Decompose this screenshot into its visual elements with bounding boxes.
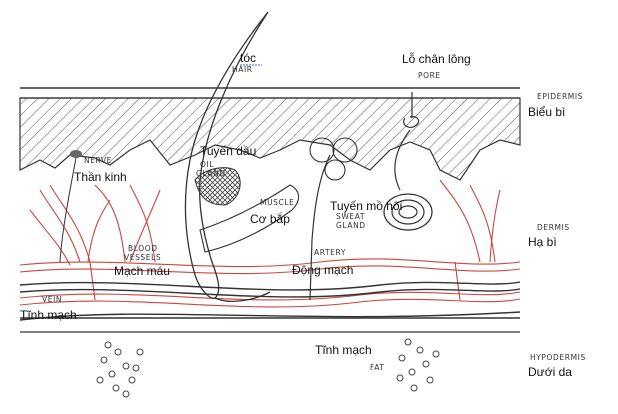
vi-label-artery: Động mạch [292, 263, 353, 277]
epidermis-hatch [19, 97, 521, 181]
label-hair: HAIR [232, 65, 253, 74]
vi-label-hair: tóc [240, 51, 256, 65]
label-oil-gland-line2: GLAND [196, 169, 226, 178]
label-sweat-gland-line1: SWEAT [336, 212, 365, 221]
label-artery: ARTERY [314, 248, 346, 257]
label-vein: VEIN [42, 295, 62, 304]
label-epidermis: EPIDERMIS [537, 92, 583, 101]
vi-label-dermis: Hạ bì [528, 235, 557, 249]
vi-label-epidermis: Biểu bì [528, 105, 565, 119]
veins [19, 281, 521, 321]
sweat-gland [309, 92, 433, 301]
label-nerve: NERVE [84, 156, 112, 165]
label-fat: FAT [370, 363, 385, 372]
layer-boundaries [20, 317, 520, 333]
fat-cells [96, 338, 440, 398]
vi-label-pore: Lỗ chân lông [402, 51, 471, 66]
vi-label-vein-bottom: Tĩnh mạch [315, 343, 372, 357]
label-dermis: DERMIS [537, 223, 570, 232]
hair [184, 11, 271, 302]
vi-label-blood-vessels: Mạch máu [114, 264, 170, 278]
label-blood-vessels-line1: BLOOD [128, 244, 158, 253]
nerve [59, 150, 82, 263]
vi-label-nerve: Thần kinh [74, 170, 127, 184]
oil-gland [194, 167, 241, 206]
vi-label-hypodermis: Dưới da [528, 365, 572, 379]
epidermis-layer [19, 87, 521, 181]
vietnamese-labels: tóc Lỗ chân lông Biểu bì Thần kinh Tuyến… [20, 51, 572, 379]
sweat-bulbs [309, 137, 358, 181]
vi-label-vein-left: Tĩnh mạch [20, 308, 77, 322]
label-hypodermis: HYPODERMIS [530, 353, 586, 362]
label-oil-gland-line1: OIL [200, 160, 214, 169]
label-pore: PORE [418, 71, 441, 80]
vi-label-oil-gland: Tuyến dầu [200, 144, 256, 158]
label-muscle: MUSCLE [260, 198, 294, 207]
label-sweat-gland-line2: GLAND [336, 221, 366, 230]
vi-label-sweat-gland: Tuyến mồ hôi [330, 199, 402, 213]
label-blood-vessels-line2: VESSELS [124, 253, 161, 262]
muscle [199, 184, 300, 253]
english-labels: HAIR PORE EPIDERMIS NERVE OIL GLAND MUSC… [42, 65, 586, 372]
vi-label-muscle: Cơ bắp [250, 211, 290, 226]
